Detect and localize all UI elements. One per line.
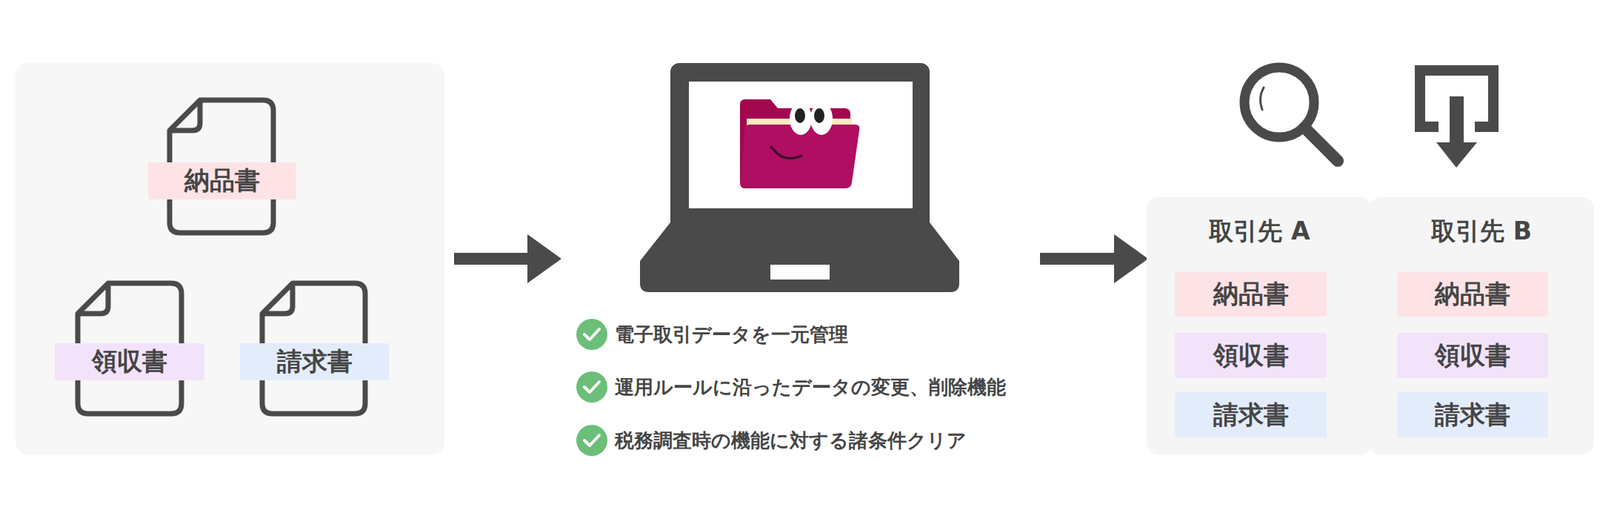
document-tag: 納品書 bbox=[1397, 271, 1549, 317]
document-tag: 請求書 bbox=[240, 342, 389, 380]
partner-name: 取引先 A bbox=[1146, 214, 1373, 249]
flow-arrow bbox=[1040, 234, 1149, 283]
document-name: 領収書 bbox=[1213, 338, 1289, 373]
feature-label: 電子取引データを一元管理 bbox=[614, 320, 849, 348]
document-name: 納品書 bbox=[184, 163, 260, 198]
download-icon bbox=[1414, 65, 1499, 168]
document-name: 納品書 bbox=[1213, 277, 1289, 312]
document-tag: 納品書 bbox=[1174, 271, 1327, 317]
document-tag: 請求書 bbox=[1174, 391, 1327, 438]
document-tag: 請求書 bbox=[1397, 391, 1549, 438]
document-tag: 領収書 bbox=[1174, 332, 1327, 378]
document-name: 請求書 bbox=[1213, 397, 1289, 432]
document-icon bbox=[77, 282, 182, 414]
partner-box: 取引先 A 納品書領収書請求書 bbox=[1146, 197, 1373, 455]
document-icons bbox=[77, 100, 366, 414]
feature-label: 税務調査時の機能に対する諸条件クリア bbox=[614, 426, 967, 454]
source-panel bbox=[15, 62, 445, 455]
document-tag: 領収書 bbox=[54, 342, 205, 380]
flow-arrow bbox=[454, 234, 562, 283]
document-name: 請求書 bbox=[277, 344, 353, 379]
document-name: 領収書 bbox=[1434, 338, 1511, 373]
document-icon bbox=[262, 282, 366, 414]
document-name: 納品書 bbox=[1434, 277, 1511, 312]
document-tag: 納品書 bbox=[148, 162, 297, 200]
check-marks bbox=[576, 318, 608, 456]
feature-label: 運用ルールに沿ったデータの変更、削除機能 bbox=[614, 373, 1006, 400]
partner-name: 取引先 B bbox=[1368, 214, 1595, 249]
document-icon bbox=[169, 100, 274, 233]
document-name: 請求書 bbox=[1434, 397, 1511, 432]
folder-mascot bbox=[740, 99, 860, 189]
document-tag: 領収書 bbox=[1397, 332, 1549, 378]
partner-box: 取引先 B 納品書領収書請求書 bbox=[1368, 197, 1595, 455]
document-name: 領収書 bbox=[91, 344, 168, 379]
laptop-icon bbox=[640, 62, 960, 292]
search-icon bbox=[1244, 67, 1338, 161]
